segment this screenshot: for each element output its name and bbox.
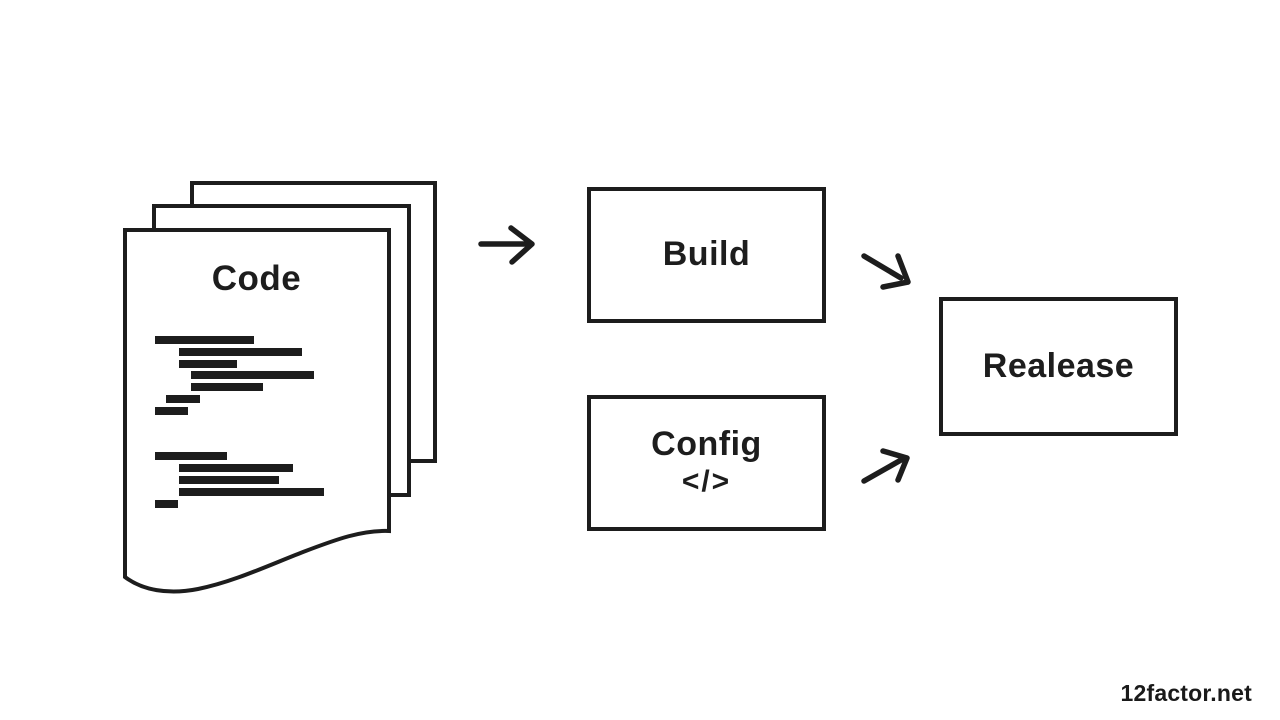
code-brackets-icon: </> — [681, 464, 732, 498]
build-label: Build — [662, 235, 751, 274]
build-box: Build — [587, 187, 826, 323]
release-label: Realease — [982, 346, 1135, 385]
code-page-front — [123, 228, 391, 594]
arrow-code-to-build-icon — [478, 225, 535, 265]
release-box: Realease — [939, 297, 1178, 436]
arrow-build-to-release-icon — [861, 253, 911, 290]
code-text-lines — [155, 336, 324, 508]
footer-watermark: 12factor.net — [1120, 680, 1252, 706]
code-document-stack — [123, 181, 437, 594]
config-label: Config — [651, 425, 762, 464]
code-document-title: Code — [211, 259, 302, 298]
arrow-config-to-release-icon — [861, 448, 910, 484]
config-box: Config </> — [587, 395, 826, 531]
